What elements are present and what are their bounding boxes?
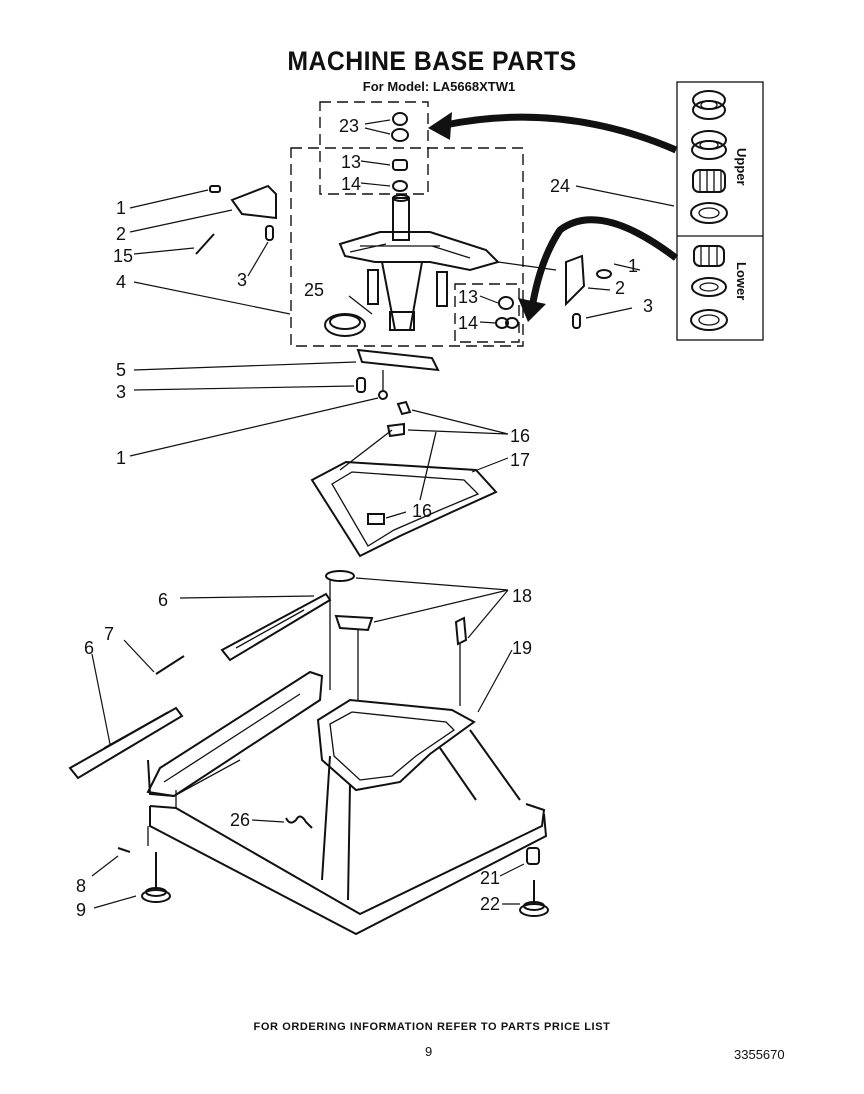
callout-24: 24 bbox=[550, 176, 570, 196]
callout-3-lower: 3 bbox=[116, 382, 126, 402]
callout-13: 13 bbox=[341, 152, 361, 172]
lower-kit-arrow bbox=[528, 216, 679, 309]
lower-seal-box bbox=[454, 283, 520, 343]
machine-base bbox=[146, 670, 548, 936]
callout-16: 16 bbox=[510, 426, 530, 446]
callout-3-right: 3 bbox=[643, 296, 653, 316]
upper-bearing-stack bbox=[690, 90, 728, 224]
callout-3: 3 bbox=[237, 270, 247, 290]
callout-1-right: 1 bbox=[628, 256, 638, 276]
right-clamp-parts bbox=[565, 254, 612, 329]
front-leveling-foot bbox=[117, 847, 171, 903]
callout-26: 26 bbox=[230, 810, 250, 830]
model-line: For Model: LA5668XTW1 bbox=[362, 79, 516, 94]
callout-18: 18 bbox=[512, 586, 532, 606]
callout-25: 25 bbox=[304, 280, 324, 300]
callout-2-right: 2 bbox=[615, 278, 625, 298]
ordering-note: FOR ORDERING INFORMATION REFER TO PARTS … bbox=[253, 1021, 611, 1033]
callout-19: 19 bbox=[512, 638, 532, 658]
spring bbox=[155, 655, 185, 675]
callout-8: 8 bbox=[76, 876, 86, 896]
upper-grommets bbox=[325, 570, 468, 706]
page-number: 9 bbox=[425, 1044, 433, 1059]
rear-leveling-foot bbox=[519, 847, 549, 917]
callout-22: 22 bbox=[480, 894, 500, 914]
callout-2: 2 bbox=[116, 224, 126, 244]
suspension-cradle bbox=[310, 400, 498, 558]
bracket-bar bbox=[356, 348, 440, 372]
upper-kit-arrow bbox=[439, 113, 678, 154]
lower-kit-label: Lower bbox=[734, 262, 749, 300]
lower-side-rail bbox=[68, 706, 184, 780]
wire-clip bbox=[285, 815, 313, 829]
bearing-kit-box bbox=[676, 81, 764, 341]
callout-13-lower: 13 bbox=[458, 287, 478, 307]
callout-4: 4 bbox=[116, 272, 126, 292]
callout-14-lower: 14 bbox=[458, 313, 478, 333]
callout-14: 14 bbox=[341, 174, 361, 194]
left-clamp-parts bbox=[195, 184, 277, 255]
seal-parts-lower bbox=[495, 296, 519, 329]
callout-21: 21 bbox=[480, 868, 500, 888]
callout-6: 6 bbox=[158, 590, 168, 610]
callout-7: 7 bbox=[104, 624, 114, 644]
upper-side-rail bbox=[220, 592, 332, 662]
transmission-group-box bbox=[290, 147, 524, 347]
callout-9: 9 bbox=[76, 900, 86, 920]
callout-16-inner: 16 bbox=[412, 501, 432, 521]
callout-15: 15 bbox=[113, 246, 133, 266]
callout-17: 17 bbox=[510, 450, 530, 470]
document-number: 3355670 bbox=[734, 1047, 785, 1062]
leader-lines bbox=[91, 119, 675, 909]
callout-23: 23 bbox=[339, 116, 359, 136]
suspension-frame bbox=[316, 698, 521, 901]
lower-bearing-stack bbox=[690, 245, 728, 331]
drive-ring bbox=[324, 295, 373, 337]
callout-1: 1 bbox=[116, 198, 126, 218]
seal-parts-upper bbox=[391, 112, 409, 192]
spring-clip bbox=[356, 377, 366, 393]
callout-6-lower: 6 bbox=[84, 638, 94, 658]
transmission-assembly bbox=[338, 194, 557, 331]
callout-5: 5 bbox=[116, 360, 126, 380]
bolt-head bbox=[378, 390, 388, 400]
callout-1-lower: 1 bbox=[116, 448, 126, 468]
upper-kit-label: Upper bbox=[734, 148, 749, 186]
page-title: MACHINE BASE PARTS bbox=[287, 46, 577, 76]
